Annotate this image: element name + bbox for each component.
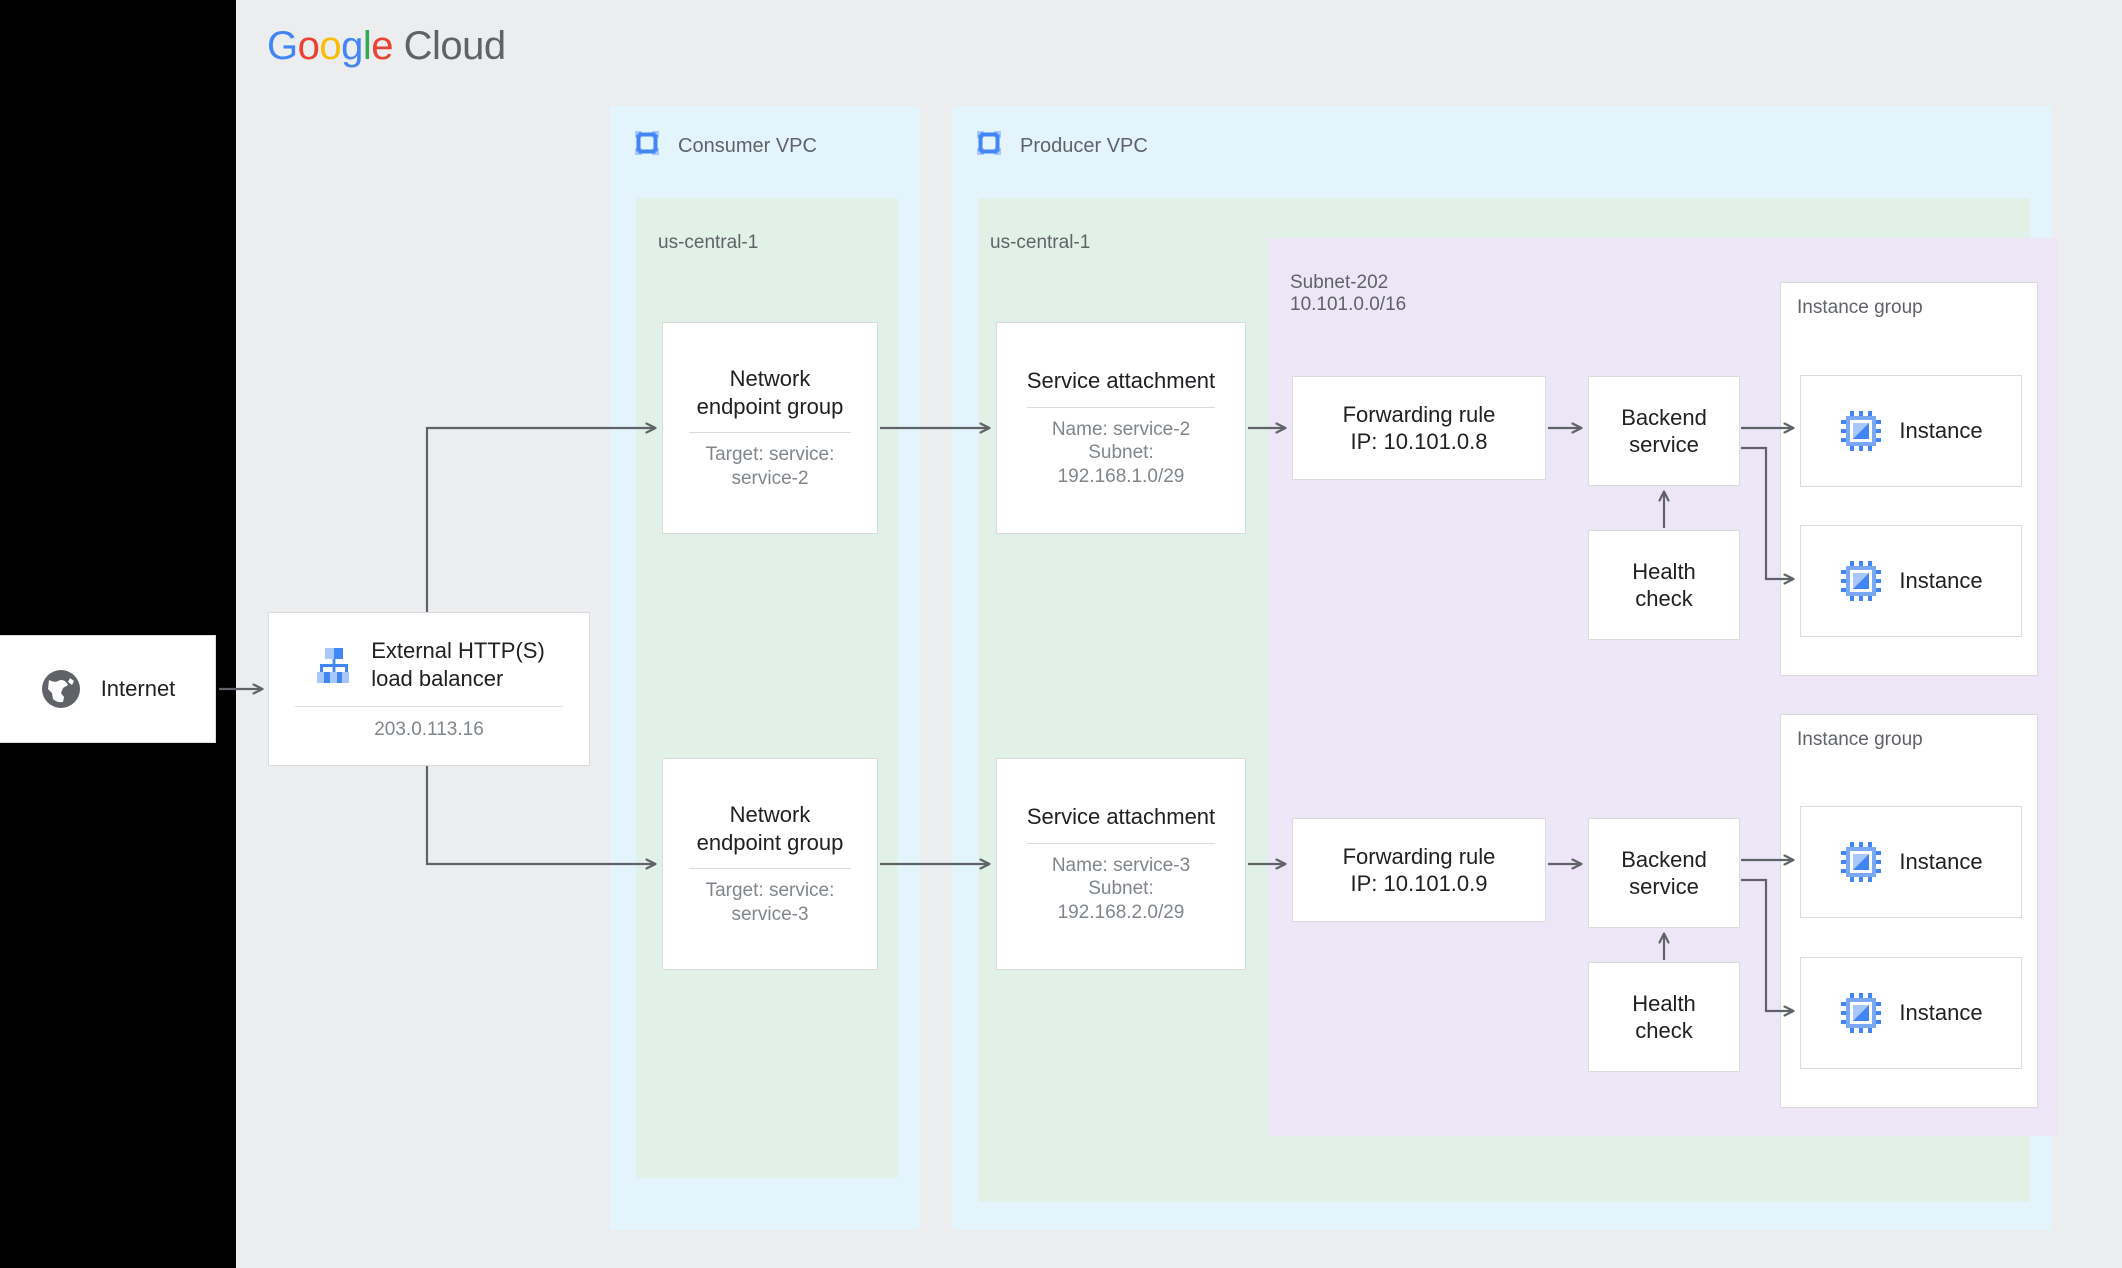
service-attachment-subnet-label: Subnet: [1088,878,1154,900]
edge-lb-to-neg-top [425,428,655,612]
globe-icon [39,667,83,711]
backend-service-text: Backend service [1621,846,1707,901]
neg-title-line1: Network [729,802,811,828]
service-attachment-name: Name: service-3 [1051,854,1191,876]
subnet-cidr-label: 10.101.0.0/16 [1290,294,1407,315]
logo-letter-e: e [371,24,394,68]
logo-letter-o1: o [297,24,320,68]
instance-node[interactable]: Instance [1800,375,2022,487]
service-attachment-details: Name: service-2 Subnet: 192.168.1.0/29 [1046,418,1196,489]
neg-title: Network endpoint group [689,801,852,856]
neg-title: Network endpoint group [689,365,852,420]
service-attachment-subnet-cidr: 192.168.1.0/29 [1057,466,1185,488]
consumer-vpc-label: Consumer VPC [678,135,817,157]
service-attachment-details: Name: service-3 Subnet: 192.168.2.0/29 [1046,854,1196,925]
instance-label: Instance [1899,568,1983,593]
health-check-text: Health check [1632,558,1696,613]
instance-icon [1839,559,1883,603]
edge-backend-to-instance2-top [1741,446,1793,579]
service-attachment-subnet-label: Subnet: [1088,442,1154,464]
instance-group-title: Instance group [1797,297,1923,318]
instance-icon [1839,409,1883,453]
forwarding-rule-node[interactable]: Forwarding rule IP: 10.101.0.8 [1292,376,1546,480]
health-check-node[interactable]: Health check [1588,962,1740,1072]
forwarding-rule-text: Forwarding rule IP: 10.101.0.9 [1343,843,1496,898]
forwarding-rule-line1: Forwarding rule [1342,843,1496,869]
edge-backend-to-instance2-bottom [1741,878,1793,1011]
producer-vpc-label: Producer VPC [1020,135,1148,157]
instance-label: Instance [1899,1000,1983,1025]
neg-title-line1: Network [729,366,811,392]
service-attachment-name: Name: service-2 [1051,418,1191,440]
forwarding-rule-node[interactable]: Forwarding rule IP: 10.101.0.9 [1292,818,1546,922]
load-balancer-title-line2: load balancer [371,665,504,691]
google-cloud-logo: Google Cloud [267,26,506,66]
logo-letter-o2: o [319,24,342,68]
load-balancer-title: External HTTP(S) load balancer [371,637,545,692]
producer-region-label: us-central-1 [990,232,1091,253]
logo-letter-l: l [362,24,372,68]
health-check-line2: check [1635,586,1693,611]
load-balancer-icon [313,644,355,686]
neg-target-line2: service-2 [731,468,809,489]
divider [294,706,564,707]
vpc-icon [632,128,662,158]
instance-icon [1839,840,1883,884]
instance-node[interactable]: Instance [1800,525,2022,637]
health-check-text: Health check [1632,990,1696,1045]
service-attachment-subnet-cidr: 192.168.2.0/29 [1057,902,1185,924]
instance-node[interactable]: Instance [1800,806,2022,918]
service-attachment-node[interactable]: Service attachment Name: service-2 Subne… [996,322,1246,534]
forwarding-rule-text: Forwarding rule IP: 10.101.0.8 [1343,401,1496,456]
internet-label: Internet [100,676,176,701]
internet-node[interactable]: Internet [0,635,216,743]
neg-title-line2: endpoint group [696,393,844,419]
load-balancer-ip: 203.0.113.16 [374,719,484,740]
load-balancer-title-line1: External HTTP(S) [371,638,545,663]
health-check-line2: check [1635,1018,1693,1043]
divider [1026,842,1216,844]
service-attachment-title: Service attachment [1026,368,1216,394]
divider [1026,406,1216,408]
instance-icon [1839,991,1883,1035]
service-attachment-title: Service attachment [1026,804,1216,830]
health-check-line1: Health [1632,990,1696,1016]
edge-lb-to-neg-bottom [425,766,655,864]
backend-service-line1: Backend [1621,846,1707,872]
logo-letter-g1: G [267,24,298,68]
forwarding-rule-ip: IP: 10.101.0.8 [1350,429,1488,454]
network-endpoint-group-node[interactable]: Network endpoint group Target: service: … [662,322,878,534]
backend-service-line2: service [1629,874,1699,899]
service-attachment-node[interactable]: Service attachment Name: service-3 Subne… [996,758,1246,970]
neg-target-line2: service-3 [731,904,809,925]
backend-service-line2: service [1629,432,1699,457]
health-check-node[interactable]: Health check [1588,530,1740,640]
subnet-name-label: Subnet-202 [1290,272,1389,293]
backend-service-line1: Backend [1621,404,1707,430]
external-http-load-balancer-node[interactable]: External HTTP(S) load balancer 203.0.113… [268,612,590,766]
neg-title-line2: endpoint group [696,829,844,855]
logo-word-cloud: Cloud [403,24,507,68]
divider [688,432,852,434]
network-endpoint-group-node[interactable]: Network endpoint group Target: service: … [662,758,878,970]
forwarding-rule-ip: IP: 10.101.0.9 [1350,871,1488,896]
consumer-region-label: us-central-1 [658,232,759,253]
instance-node[interactable]: Instance [1800,957,2022,1069]
instance-label: Instance [1899,418,1983,443]
instance-group-title: Instance group [1797,729,1923,750]
neg-target: Target: service: service-2 [700,443,841,491]
neg-target-line1: Target: service: [705,444,835,466]
neg-target: Target: service: service-3 [700,879,841,927]
neg-target-line1: Target: service: [705,880,835,902]
health-check-line1: Health [1632,558,1696,584]
vpc-icon [974,128,1004,158]
backend-service-node[interactable]: Backend service [1588,376,1740,486]
backend-service-text: Backend service [1621,404,1707,459]
instance-label: Instance [1899,849,1983,874]
logo-letter-g2: g [341,24,363,68]
divider [688,868,852,870]
backend-service-node[interactable]: Backend service [1588,818,1740,928]
forwarding-rule-line1: Forwarding rule [1342,401,1496,427]
